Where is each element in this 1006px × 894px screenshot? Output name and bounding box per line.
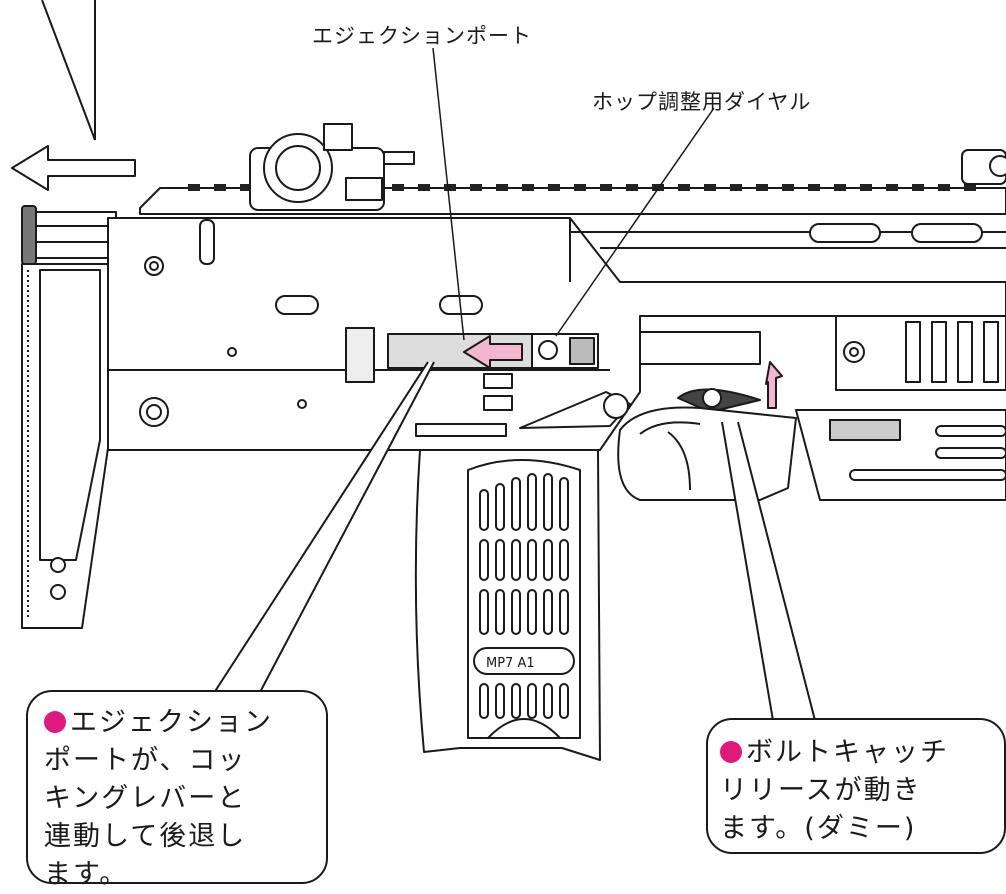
callout-line: エジェクション — [70, 707, 273, 738]
callout-line: ます。 — [44, 859, 129, 890]
ejection-port-label: エジェクションポート — [312, 24, 532, 48]
right-callout: ボルトキャッチ リリースが動き ます。(ダミー) — [706, 718, 1006, 854]
front-sight — [961, 149, 1006, 185]
trigger-guard — [617, 406, 797, 501]
hop-dial — [519, 391, 631, 429]
bullet-dot — [720, 741, 742, 763]
grip: MP7 A1 — [414, 449, 601, 761]
grip-marking: MP7 A1 — [486, 656, 535, 671]
handguard — [639, 315, 1006, 501]
ejection-port — [345, 327, 599, 437]
callout-line: キングレバーと — [44, 783, 247, 814]
bolt-catch — [677, 361, 783, 413]
callout-line: ポートが、コッ — [44, 745, 247, 776]
stock — [21, 205, 129, 629]
left-callout: エジェクション ポートが、コッ キングレバーと 連動して後退し ます。 — [26, 690, 328, 890]
callout-line: 連動して後退し — [44, 821, 247, 852]
top-left-leader-lines — [41, 0, 96, 141]
callout-line: ます。(ダミー) — [720, 813, 917, 844]
bolt-catch-arrow-icon — [765, 361, 783, 409]
bullet-dot — [44, 711, 66, 733]
rear-sight — [249, 123, 415, 211]
ejection-arrow-icon — [463, 335, 523, 369]
callout-line: ボルトキャッチ — [746, 737, 949, 768]
hop-dial-label: ホップ調整用ダイヤル — [592, 90, 812, 114]
stock-arrow-icon — [11, 145, 136, 191]
callout-line: リリースが動き — [720, 775, 922, 806]
